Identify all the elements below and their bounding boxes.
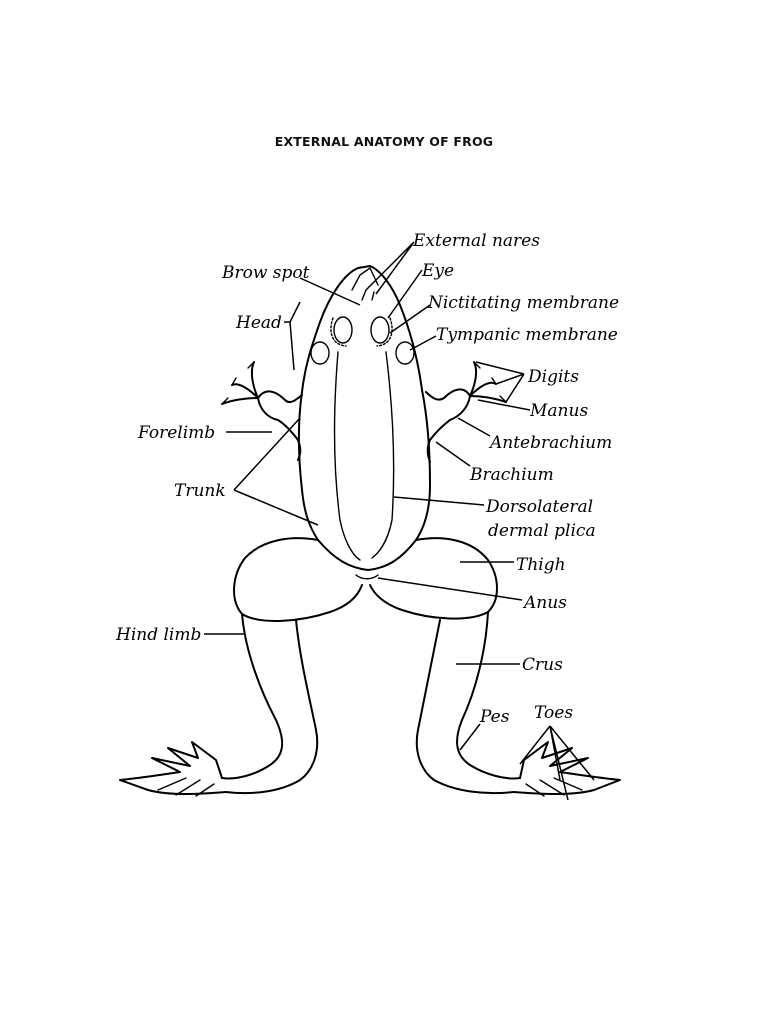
label-dermal-plica: dermal plica	[488, 521, 596, 541]
pes-right-webbing	[525, 777, 583, 797]
dorsolateral-fold-left	[333, 351, 361, 561]
leader-pes	[459, 723, 481, 751]
label-pes: Pes	[479, 707, 510, 727]
label-dorsolateral: Dorsolateral	[485, 497, 593, 517]
crus-right	[415, 611, 521, 795]
label-brachium: Brachium	[469, 465, 554, 485]
leader-anus	[377, 577, 523, 601]
leader-brachium	[435, 441, 471, 467]
leader-antebrachium	[457, 417, 491, 437]
label-toes: Toes	[534, 703, 573, 723]
pes-left-webbing	[157, 777, 215, 797]
label-head: Head	[235, 313, 282, 333]
label-manus: Manus	[529, 401, 588, 421]
leader-tympanic	[409, 335, 437, 351]
tympanum-left	[310, 341, 330, 365]
label-tympanic-membrane: Tympanic membrane	[436, 325, 618, 345]
cloaca	[355, 574, 379, 580]
dorsolateral-fold-right	[371, 351, 395, 559]
label-antebrachium: Antebrachium	[488, 433, 612, 453]
frog-illustration	[119, 265, 621, 797]
eyelid-right	[376, 317, 393, 347]
label-nictitating-membrane: Nictitating membrane	[427, 293, 619, 313]
thigh-left	[233, 537, 363, 622]
snout	[351, 266, 379, 291]
forelimb-right-digits	[473, 361, 507, 403]
label-crus: Crus	[522, 655, 563, 675]
label-eye: Eye	[421, 261, 454, 281]
leader-external-nares	[365, 241, 415, 295]
label-hind-limb: Hind limb	[115, 625, 201, 645]
external-nares	[361, 289, 375, 301]
thigh-right	[369, 537, 498, 620]
forelimb-right	[425, 361, 507, 463]
labels: External nares Brow spot Eye Nictitating…	[115, 231, 619, 727]
leader-eye	[387, 269, 423, 319]
leader-head	[284, 301, 301, 371]
forelimb-left	[221, 361, 303, 461]
leader-toes	[519, 725, 595, 801]
leader-brow-spot	[299, 277, 361, 306]
page-title: EXTERNAL ANATOMY OF FROG	[274, 134, 494, 149]
label-external-nares: External nares	[412, 231, 540, 251]
label-anus: Anus	[522, 593, 567, 613]
leader-trunk	[233, 417, 319, 526]
crus-left	[221, 613, 319, 795]
leader-nictitating	[389, 304, 431, 334]
eye-left	[333, 316, 353, 344]
leader-lines	[204, 241, 595, 801]
tympanum-right	[395, 341, 415, 365]
label-brow-spot: Brow spot	[221, 263, 310, 283]
forelimb-left-digits	[221, 361, 255, 405]
pes-right	[513, 741, 621, 795]
eyelid-left	[330, 317, 347, 347]
leader-dorsolateral	[393, 496, 485, 506]
leader-digits	[475, 361, 525, 403]
label-thigh: Thigh	[516, 555, 566, 575]
label-digits: Digits	[527, 367, 579, 387]
pes-left	[119, 741, 227, 795]
label-trunk: Trunk	[174, 481, 226, 501]
label-forelimb: Forelimb	[137, 423, 215, 443]
eye-right	[370, 316, 390, 344]
frog-body-outline	[298, 265, 431, 571]
leader-manus	[477, 399, 531, 411]
